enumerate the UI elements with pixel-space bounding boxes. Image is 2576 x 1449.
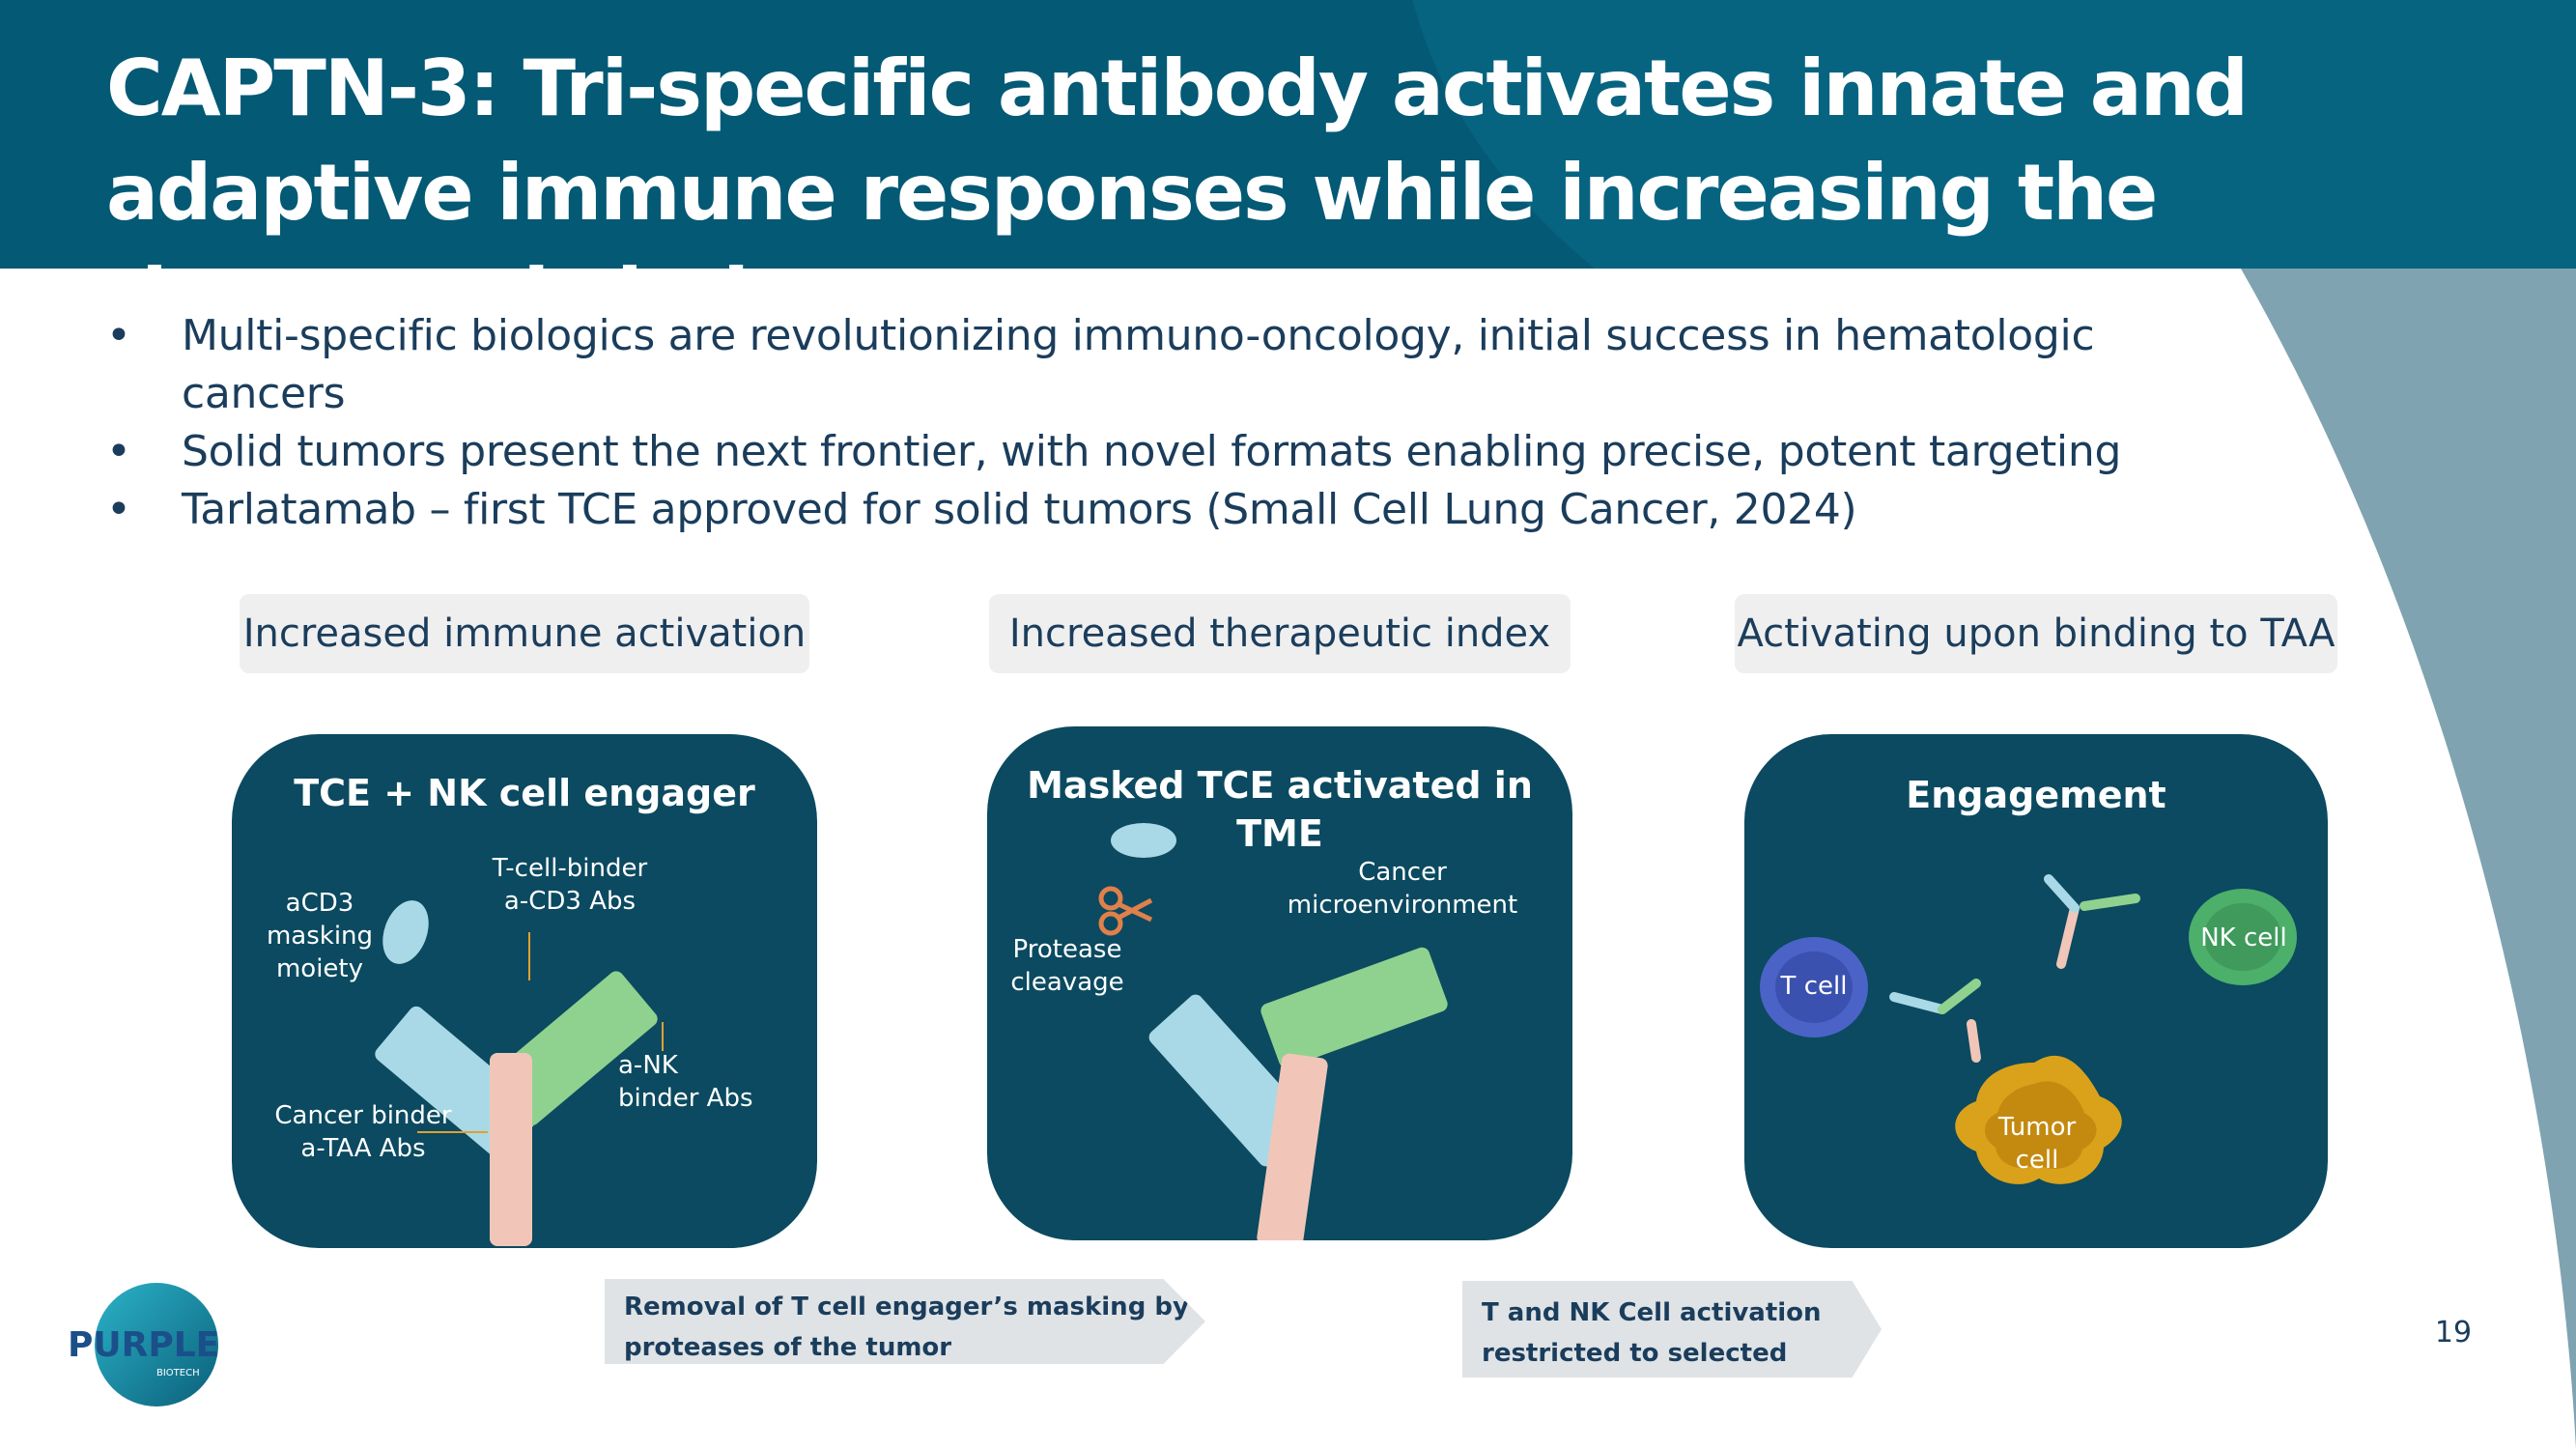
svg-text:PURPLE: PURPLE (68, 1325, 219, 1365)
bullet-item: •Multi-specific biologics are revolution… (106, 307, 2231, 423)
panel-title: TCE + NK cell engager (294, 772, 755, 814)
bullet-glyph: • (106, 485, 131, 534)
label-tcell: T cell (1780, 972, 1848, 1001)
label-activating-taa: Activating upon binding to TAA (1735, 594, 2337, 673)
panel-title: Engagement (1906, 774, 2166, 816)
purple-biotech-logo: PURPLE BIOTECH (68, 1283, 219, 1406)
decorative-arc (2241, 269, 2576, 1449)
label-nk-binder: a-NK binder Abs (618, 1051, 753, 1113)
header-swoosh (1401, 0, 2576, 269)
panel-title: Masked TCE activated in TME (1027, 764, 1533, 855)
arrow-note-masking-removal: Removal of T cell engager’s masking by p… (605, 1279, 1205, 1364)
label-tcell-binder: T-cell-binder a-CD3 Abs (492, 854, 648, 916)
label-nkcell: NK cell (2200, 923, 2287, 952)
label-protease-cleavage: Protease cleavage (1010, 935, 1124, 997)
panel-masked-tce: Masked TCE activated in TME Cancer micro… (987, 726, 1572, 1240)
antibody-diagram-1 (375, 900, 664, 1246)
label-masking-moiety: aCD3 masking moiety (266, 889, 374, 983)
svg-text:BIOTECH: BIOTECH (156, 1368, 200, 1378)
label-tumor-cell: Tumor cell (1997, 1113, 2077, 1175)
bullet-list: •Multi-specific biologics are revolution… (106, 307, 2231, 539)
slide-title: CAPTN-3: Tri-specific antibody activates… (106, 43, 2249, 342)
label-cancer-binder: Cancer binder a-TAA Abs (274, 1101, 452, 1163)
bullet-glyph: • (106, 427, 131, 476)
page-number: 19 (2434, 1316, 2473, 1350)
engagement-diagram (1760, 874, 2297, 1184)
antibody-diagram-2 (1098, 823, 1448, 1240)
arrow-note-activation: T and NK Cell activation restricted to s… (1462, 1281, 1882, 1378)
bullet-glyph: • (106, 311, 131, 360)
label-therapeutic-index: Increased therapeutic index (989, 594, 1571, 673)
header-band (0, 0, 2576, 269)
label-cancer-microenvironment: Cancer microenvironment (1287, 858, 1518, 920)
scissors-icon (1098, 886, 1153, 936)
panel-tce-nk: TCE + NK cell engager aCD3 masking moiet… (232, 734, 817, 1248)
panel-engagement: Engagement T cell NK cell Tumor cell (1744, 734, 2328, 1248)
bullet-item: •Tarlatamab – first TCE approved for sol… (106, 481, 2231, 539)
bullet-item: •Solid tumors present the next frontier,… (106, 423, 2231, 481)
label-immune-activation: Increased immune activation (240, 594, 809, 673)
